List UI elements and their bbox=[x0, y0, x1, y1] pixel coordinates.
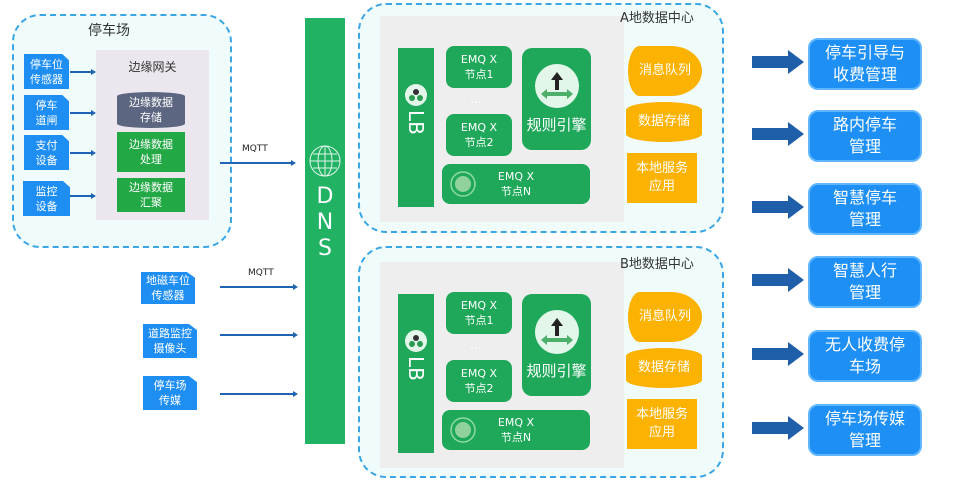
road-camera: 道路监控摄像头 bbox=[143, 324, 197, 358]
node-sub: 节点2 bbox=[464, 382, 494, 395]
data-storage: 数据存储 bbox=[626, 102, 702, 142]
application-4: 智慧人行管理 bbox=[808, 256, 922, 308]
dns-letter-s: S bbox=[318, 236, 332, 261]
gateway-to-dns-arrow bbox=[220, 160, 296, 166]
emqx-node-2: EMQ X 节点2 bbox=[446, 360, 512, 402]
device-arrow-3 bbox=[70, 150, 96, 156]
right-arrow-icon bbox=[752, 50, 804, 74]
emqx-node-1: EMQ X 节点1 bbox=[446, 46, 512, 88]
device-arrow-4 bbox=[70, 193, 96, 199]
emqx-cluster-icon bbox=[450, 171, 476, 197]
message-queue: 消息队列 bbox=[628, 292, 702, 342]
rule-engine-label: 规则引擎 bbox=[526, 115, 587, 134]
emqx-node-2: EMQ X 节点2 bbox=[446, 114, 512, 156]
node-sub: 节点2 bbox=[464, 136, 494, 149]
load-balancer: LB bbox=[398, 294, 434, 453]
message-queue: 消息队列 bbox=[628, 46, 702, 96]
application-2: 路内停车管理 bbox=[808, 110, 922, 162]
app-arrow-2 bbox=[752, 122, 804, 150]
node-name: EMQ X bbox=[497, 170, 535, 183]
lb-label: LB bbox=[404, 356, 428, 381]
road-arrow-3 bbox=[220, 391, 298, 397]
app-arrow-1 bbox=[752, 50, 804, 78]
edge-data-storage: 边缘数据存储 bbox=[117, 92, 185, 128]
rule-engine: 规则引擎 bbox=[522, 294, 591, 396]
application-3: 智慧停车管理 bbox=[808, 183, 922, 235]
device-arrow-2 bbox=[70, 110, 96, 116]
node-name: EMQ X bbox=[460, 121, 498, 134]
node-name: EMQ X bbox=[460, 367, 498, 380]
edge-data-aggregation: 边缘数据汇聚 bbox=[117, 178, 185, 212]
data-center-title: B地数据中心 bbox=[620, 257, 694, 272]
local-service-app: 本地服务应用 bbox=[627, 399, 697, 449]
data-center-title: A地数据中心 bbox=[620, 11, 694, 26]
app-arrow-4 bbox=[752, 268, 804, 296]
dns-letter-d: D bbox=[316, 184, 334, 209]
app-arrow-5 bbox=[752, 342, 804, 370]
device-surveillance: 监控设备 bbox=[23, 181, 70, 216]
app-arrow-6 bbox=[752, 416, 804, 444]
local-service-label: 本地服务应用 bbox=[635, 407, 688, 440]
device-payment: 支付设备 bbox=[24, 135, 69, 170]
mqtt-label-1: MQTT bbox=[242, 144, 268, 154]
application-label: 智慧人行管理 bbox=[832, 261, 897, 302]
right-arrow-icon bbox=[752, 122, 804, 146]
parking-lot-title: 停车场 bbox=[88, 23, 130, 39]
mqtt-label-2: MQTT bbox=[248, 268, 274, 278]
node-sub: 节点N bbox=[500, 431, 532, 444]
edge-gateway-title: 边缘网关 bbox=[128, 60, 177, 74]
application-5: 无人收费停车场 bbox=[808, 330, 922, 382]
node-sub: 节点1 bbox=[464, 314, 494, 327]
right-arrow-icon bbox=[752, 342, 804, 366]
edge-data-processing: 边缘数据处理 bbox=[117, 132, 185, 172]
road-arrow-1 bbox=[220, 284, 298, 290]
emqx-cluster-icon bbox=[450, 417, 476, 443]
emqx-node-n: EMQ X 节点N bbox=[442, 410, 590, 450]
node-ellipsis: ... bbox=[470, 338, 482, 352]
node-sub: 节点N bbox=[500, 185, 532, 198]
parking-media: 停车场传媒 bbox=[143, 376, 197, 410]
data-storage: 数据存储 bbox=[626, 348, 702, 388]
rule-engine-icon bbox=[534, 309, 579, 354]
node-name: EMQ X bbox=[460, 53, 498, 66]
node-name: EMQ X bbox=[497, 416, 535, 429]
emqx-node-1: EMQ X 节点1 bbox=[446, 292, 512, 334]
application-1: 停车引导与收费管理 bbox=[808, 38, 922, 90]
application-label: 停车场传媒管理 bbox=[824, 409, 905, 450]
local-service-app: 本地服务应用 bbox=[627, 153, 697, 203]
rule-engine: 规则引擎 bbox=[522, 48, 591, 150]
emqx-node-n: EMQ X 节点N bbox=[442, 164, 590, 204]
lb-cluster-icon bbox=[405, 330, 427, 352]
application-label: 停车引导与收费管理 bbox=[824, 43, 905, 84]
road-arrow-2 bbox=[220, 332, 298, 338]
dns-letter-n: N bbox=[316, 210, 334, 235]
device-arrow-1 bbox=[70, 69, 96, 75]
application-label: 智慧停车管理 bbox=[832, 188, 897, 229]
rule-engine-label: 规则引擎 bbox=[526, 361, 587, 380]
globe-icon bbox=[309, 145, 341, 177]
dns-bar: D N S bbox=[305, 18, 345, 444]
device-barrier-gate: 停车道闸 bbox=[24, 95, 69, 130]
local-service-label: 本地服务应用 bbox=[635, 161, 688, 194]
right-arrow-icon bbox=[752, 416, 804, 440]
node-name: EMQ X bbox=[460, 299, 498, 312]
app-arrow-3 bbox=[752, 195, 804, 223]
application-6: 停车场传媒管理 bbox=[808, 404, 922, 456]
application-label: 无人收费停车场 bbox=[824, 335, 905, 376]
lb-label: LB bbox=[404, 110, 428, 135]
device-parking-sensor: 停车位传感器 bbox=[24, 54, 69, 89]
load-balancer: LB bbox=[398, 48, 434, 207]
node-ellipsis: ... bbox=[470, 92, 482, 106]
application-label: 路内停车管理 bbox=[832, 115, 897, 156]
right-arrow-icon bbox=[752, 195, 804, 219]
right-arrow-icon bbox=[752, 268, 804, 292]
lb-cluster-icon bbox=[405, 84, 427, 106]
road-geomagnetic-sensor: 地磁车位传感器 bbox=[141, 272, 195, 304]
node-sub: 节点1 bbox=[464, 68, 494, 81]
rule-engine-icon bbox=[534, 63, 579, 108]
